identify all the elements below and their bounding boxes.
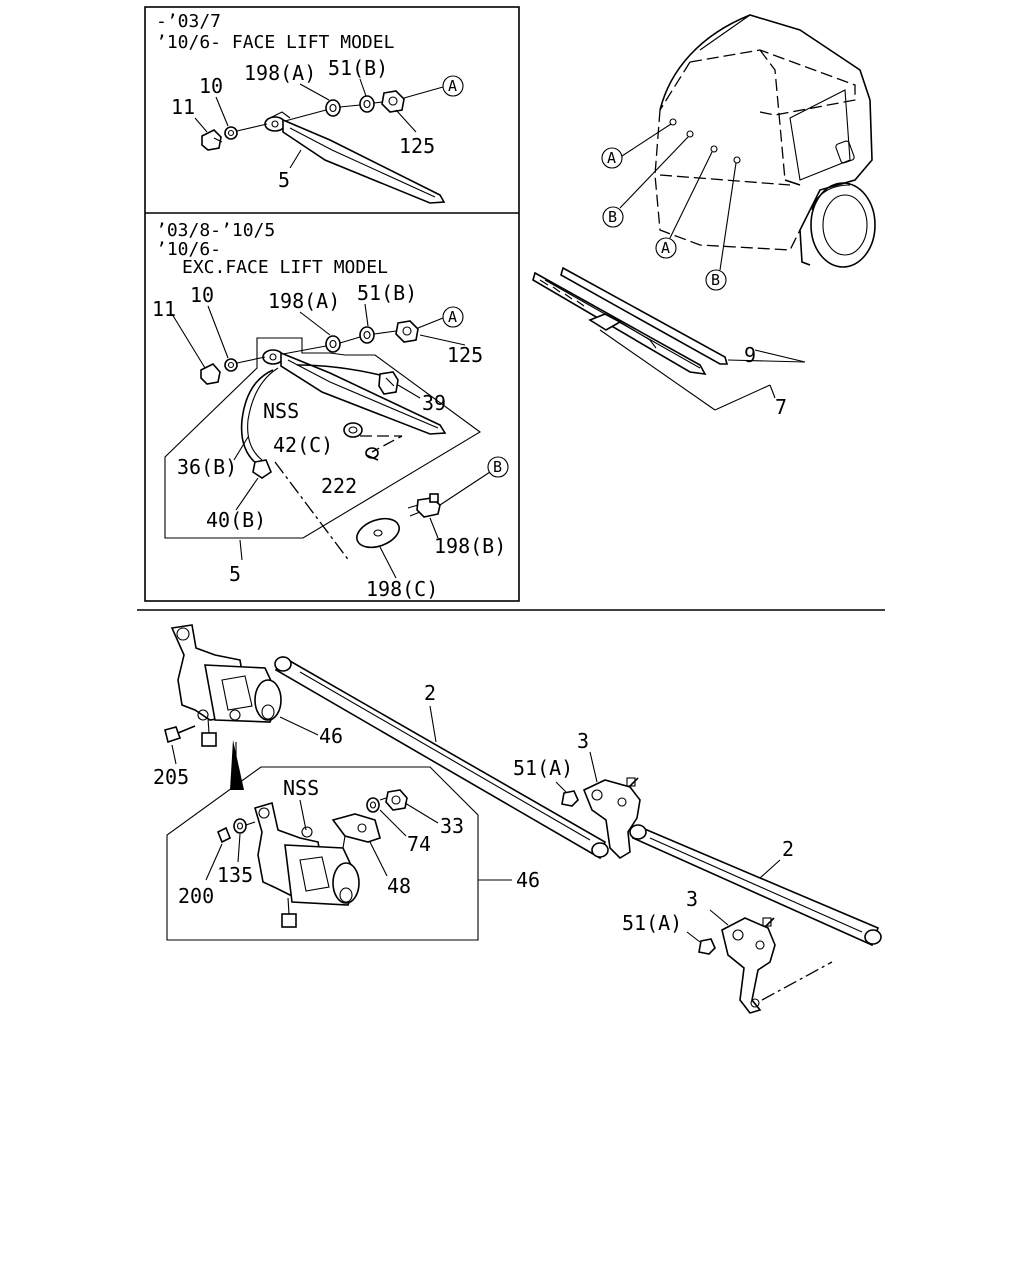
cab-ref-circle-1 [601,147,623,169]
panel2-header-line3: EXC.FACE LIFT MODEL [182,257,388,278]
disc-198c [356,517,400,549]
label-198a-mid: 198(A) [268,289,340,313]
label-nss-inset: NSS [283,776,319,800]
label-48: 48 [387,874,411,898]
nut-125 [381,90,405,113]
label-74: 74 [407,832,431,856]
label-200: 200 [178,884,214,908]
nut-125-mid [395,320,419,343]
cab-callout-4: B [711,271,720,289]
label-51a-mid: 51(A) [513,756,573,780]
label-40b: 40(B) [206,508,266,532]
wiper-arm-face-lift [264,111,446,204]
label-125-top: 125 [399,134,435,158]
truck-cab-illustration: A B A B [601,14,876,291]
label-9: 9 [744,343,756,367]
label-10-mid: 10 [190,283,214,307]
pin-200 [216,826,232,844]
label-10-top: 10 [199,74,223,98]
detail-arrow [230,740,244,790]
ref-circle-a-mid [442,306,464,328]
cab-callout-2: B [608,208,617,226]
label-ref-a-top: A [448,77,457,95]
bushing-198a-mid [325,335,341,353]
motor-46 [170,624,282,747]
washer-10-mid [224,358,238,372]
cap-11-mid [200,363,221,385]
washer-10 [224,126,238,140]
label-3-mid: 3 [577,729,589,753]
label-ref-a-mid: A [448,308,457,326]
pivot-3-right [721,917,776,1014]
label-51a-right: 51(A) [622,911,682,935]
washer-51b [359,95,375,113]
ref-circle-a-top [442,75,464,97]
cap-11 [201,129,223,151]
label-5-top: 5 [278,168,290,192]
cab-ref-circle-3 [655,237,677,259]
nozzle-198b [407,493,441,518]
label-135: 135 [217,863,253,887]
label-51b-top: 51(B) [328,56,388,80]
cab-ref-circle-4 [705,269,727,291]
cab-callout-3: A [661,239,670,257]
motor-inset-assembly [254,801,360,928]
bushing-198a [325,99,341,117]
label-36b: 36(B) [177,455,237,479]
ref-circle-b-mid [487,456,509,478]
connector-40b [252,459,272,479]
label-205: 205 [153,765,189,789]
nut-33 [385,789,408,811]
washer-74 [366,797,380,813]
label-5-mid: 5 [229,562,241,586]
washer-51b-mid [359,326,375,344]
grommet-42c [343,422,363,438]
label-46-main: 46 [319,724,343,748]
label-39: 39 [422,391,446,415]
label-2-left: 2 [424,681,436,705]
panel2-header-line1: ’03/8-’10/5 [156,220,275,241]
label-11-top: 11 [171,95,195,119]
label-198c: 198(C) [366,577,438,601]
panel1-header-line1: -’03/7 [156,11,221,32]
label-125-mid: 125 [447,343,483,367]
panel1-header-line2: ’10/6- FACE LIFT MODEL [156,32,395,53]
panel2-header-line2: ’10/6- [156,239,221,260]
label-222: 222 [321,474,357,498]
cab-ref-circle-2 [602,206,624,228]
label-ref-b-mid: B [493,458,502,476]
bolt-205 [164,725,196,744]
label-nss-mid: NSS [263,399,299,423]
pivot-3-mid [582,777,641,860]
motor-inset: NSS [166,766,540,941]
label-198b: 198(B) [434,534,506,558]
label-3-right: 3 [686,887,698,911]
panel-exc-face-lift: ’03/8-’10/5 ’10/6- EXC.FACE LIFT MODEL [152,220,509,601]
panel-frame [144,6,520,602]
wiper-linkage: 205 46 3 51(A) 2 [153,624,882,1014]
panel-face-lift: -’03/7 ’10/6- FACE LIFT MODEL [156,11,464,204]
label-198a-top: 198(A) [244,61,316,85]
label-42c: 42(C) [273,433,333,457]
label-33: 33 [440,814,464,838]
label-51b-mid: 51(B) [357,281,417,305]
motor-inset-frame [166,766,479,941]
bracket-48 [331,813,381,849]
cab-callout-1: A [607,149,616,167]
label-46-inset: 46 [516,868,540,892]
label-7: 7 [775,395,787,419]
washer-hose [296,364,389,379]
hose-36b [240,369,274,466]
nut-51a-right [698,938,716,955]
label-2-right: 2 [782,837,794,861]
label-11-mid: 11 [152,297,176,321]
nut-51a-mid [561,790,579,807]
clip-39 [378,371,399,395]
wiper-blade: 9 7 [532,266,806,419]
washer-135 [233,818,247,834]
